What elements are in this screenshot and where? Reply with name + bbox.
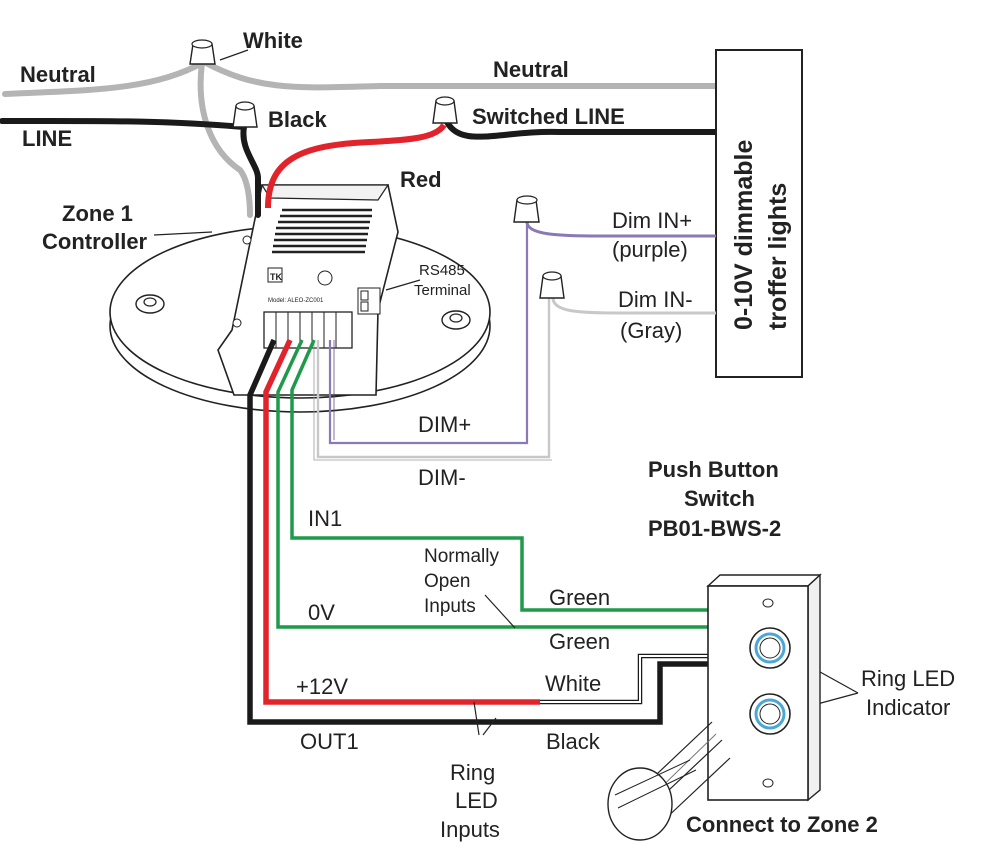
label-dim-plus: DIM+ (418, 412, 471, 437)
label-out1: OUT1 (300, 729, 359, 754)
label-ring-in-line1: Ring (450, 760, 495, 785)
wire-line (0, 117, 261, 218)
label-black-top: Black (268, 107, 327, 132)
label-rs485-line2: Terminal (414, 282, 471, 299)
terminal-block (263, 311, 353, 349)
wire-dim-plus-purple (525, 221, 716, 238)
rs485-terminal-block (357, 287, 381, 315)
device-brand: TK (270, 272, 282, 282)
wire-dim-minus-gray (551, 297, 716, 315)
label-line: LINE (22, 126, 72, 151)
push-button-2[interactable] (749, 693, 791, 735)
label-no-line1: Normally (424, 546, 499, 567)
label-push-line3: PB01-BWS-2 (648, 516, 781, 541)
label-ring-in-line3: Inputs (440, 817, 500, 842)
label-neutral-right: Neutral (493, 57, 569, 82)
zone1-controller-box: TK Model: ALEO-ZC001 (217, 184, 399, 396)
label-no-line3: Inputs (424, 596, 476, 617)
label-white-low: White (545, 671, 601, 696)
wire-nut-dim-minus (539, 271, 565, 299)
wire-nut-line (232, 101, 258, 128)
wire-nut-neutral (189, 39, 216, 65)
troffer-lights-box (715, 49, 803, 378)
troffer-label-line2: troffer lights (764, 183, 792, 330)
wire-in1-green (290, 339, 708, 612)
brand-logo (267, 267, 283, 283)
plate-screw-left (135, 294, 165, 314)
wire-red-switched (265, 123, 447, 209)
plate-screw-right (441, 310, 471, 330)
label-no-line2: Open (424, 571, 470, 592)
label-ring-led-line1: Ring LED (861, 666, 955, 691)
label-dim-in-plus: Dim IN+ (612, 208, 692, 233)
label-purple: (purple) (612, 237, 688, 262)
wire-switched-line (443, 118, 715, 140)
wire-neutral-right (202, 59, 715, 91)
wire-out1-black (247, 338, 708, 725)
label-connect-zone2: Connect to Zone 2 (686, 812, 878, 837)
wire-plus12-red (263, 338, 708, 705)
label-dim-in-minus: Dim IN- (618, 287, 693, 312)
label-switched-line: Switched LINE (472, 104, 625, 129)
label-plus12: +12V (296, 674, 348, 699)
troffer-label-line1: 0-10V dimmable (730, 140, 758, 330)
label-dim-minus: DIM- (418, 465, 466, 490)
label-zone1-line2: Controller (42, 229, 148, 254)
push-button-1[interactable] (749, 627, 791, 669)
device-model: Model: ALEO-ZC001 (268, 298, 324, 304)
label-0v: 0V (308, 600, 335, 625)
label-zone1-line1: Zone 1 (62, 201, 133, 226)
label-gray: (Gray) (620, 318, 682, 343)
certification-mark (317, 270, 333, 286)
label-rs485-line1: RS485 (419, 262, 465, 279)
zone2-cable (607, 721, 731, 841)
push-button-switch-plate (706, 573, 822, 802)
wire-dim-plus-run (328, 222, 529, 445)
wire-0v-green (276, 339, 708, 629)
label-in1: IN1 (308, 506, 342, 531)
vent-grille (272, 208, 372, 254)
label-neutral-left: Neutral (20, 62, 96, 87)
label-green-1: Green (549, 585, 610, 610)
label-white-top: White (243, 28, 303, 53)
label-red: Red (400, 167, 442, 192)
wire-nut-switched (432, 96, 458, 124)
label-green-2: Green (549, 629, 610, 654)
label-push-line2: Switch (684, 486, 755, 511)
label-ring-led-line2: Indicator (866, 695, 950, 720)
label-black-low: Black (546, 729, 601, 754)
wire-neutral-left (2, 60, 253, 218)
wire-dim-minus-run (316, 298, 551, 459)
label-ring-in-line2: LED (455, 788, 498, 813)
wire-nut-dim-plus (513, 195, 540, 223)
label-push-line1: Push Button (648, 457, 779, 482)
